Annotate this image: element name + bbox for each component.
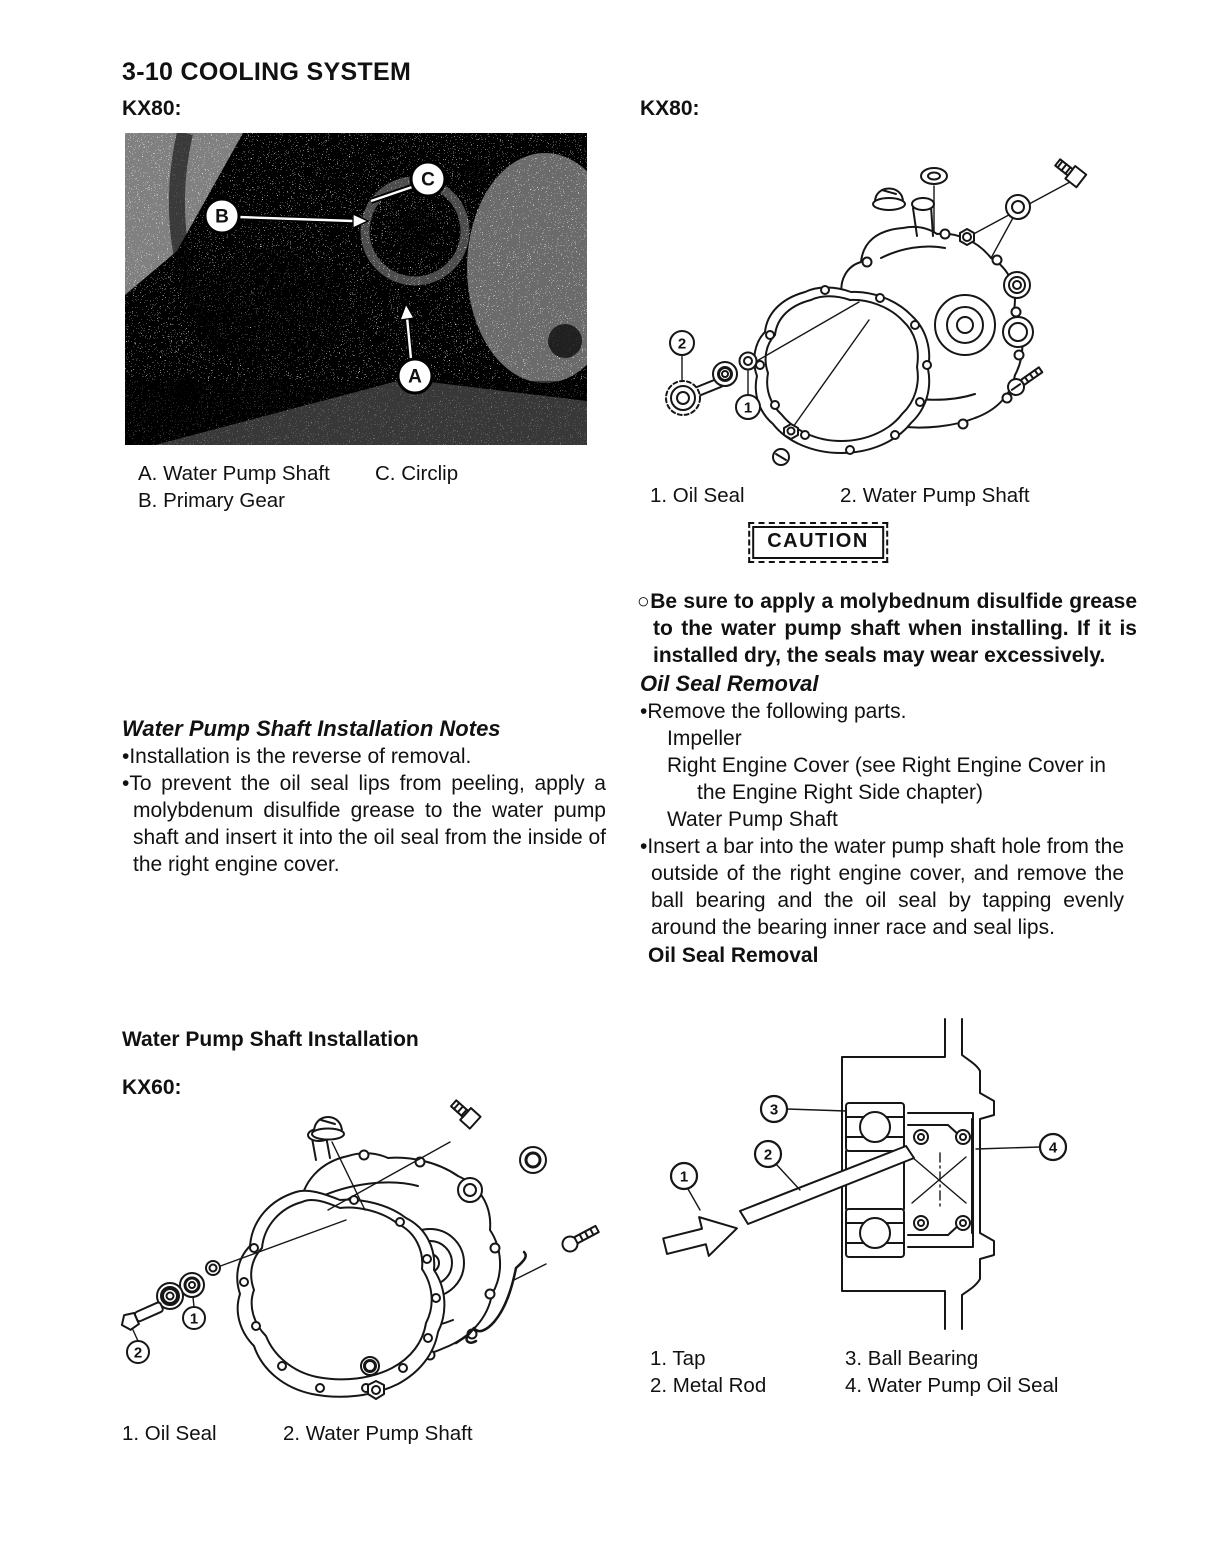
photo-callouts: B C A bbox=[203, 160, 447, 395]
callout-b-label: B bbox=[215, 207, 229, 228]
diagram-callout-4-circle bbox=[1038, 1132, 1068, 1162]
page-title: 3-10 COOLING SYSTEM bbox=[122, 58, 412, 86]
notes-list: •Installation is the reverse of removal.… bbox=[122, 743, 606, 878]
removal-sub-right-engine-cover: Right Engine Cover (see Right Engine Cov… bbox=[667, 754, 1106, 804]
kx80-caption: 1. Oil Seal 2. Water Pump Shaft bbox=[650, 482, 1030, 509]
kx60-callout-2-circle bbox=[126, 1340, 150, 1364]
removal-list: •Remove the following parts. Impeller Ri… bbox=[640, 698, 1124, 941]
model-label-kx80-right: KX80: bbox=[640, 97, 700, 120]
removal-bullet-1: •Remove the following parts. bbox=[640, 700, 907, 723]
caution-stamp: CAUTION bbox=[748, 522, 888, 563]
diagram-callout-1-circle bbox=[669, 1161, 699, 1191]
caution-text: ○Be sure to apply a molybednum disulfide… bbox=[637, 590, 1137, 667]
removal-sub-impeller: Impeller bbox=[667, 727, 742, 750]
removal-bullet-2: •Insert a bar into the water pump shaft … bbox=[640, 835, 1124, 939]
callout-a-circle bbox=[396, 357, 434, 395]
photo-caption-b: B. Primary Gear bbox=[138, 489, 285, 512]
notes-heading: Water Pump Shaft Installation Notes bbox=[122, 716, 501, 741]
diagram-caption-4: 4. Water Pump Oil Seal bbox=[845, 1374, 1059, 1397]
model-label-kx60: KX60: bbox=[122, 1076, 182, 1099]
model-label-kx80-left: KX80: bbox=[122, 97, 182, 120]
callout-b-circle bbox=[203, 197, 241, 235]
kx80-engine-photo: B C A bbox=[125, 133, 587, 445]
kx60-caption-1: 1. Oil Seal bbox=[122, 1422, 217, 1445]
photo-caption-a: A. Water Pump Shaft bbox=[138, 462, 330, 485]
kx60-exploded-drawing: 1 2 bbox=[120, 1099, 600, 1400]
kx80-caption-2: 2. Water Pump Shaft bbox=[840, 484, 1030, 507]
diagram-caption-3: 3. Ball Bearing bbox=[845, 1347, 979, 1370]
photo-caption: A. Water Pump Shaft C. Circlip B. Primary… bbox=[138, 460, 608, 514]
callout-a-label: A bbox=[408, 367, 422, 388]
kx60-callout-2: 2 bbox=[134, 1345, 142, 1362]
kx80-callout-1: 1 bbox=[744, 400, 752, 417]
photo-structure bbox=[125, 133, 587, 445]
callout-c-circle bbox=[409, 160, 447, 198]
kx80-callout-2: 2 bbox=[678, 336, 686, 353]
kx60-caption: 1. Oil Seal 2. Water Pump Shaft bbox=[122, 1420, 473, 1447]
notes-bullet-2: •To prevent the oil seal lips from peeli… bbox=[122, 772, 606, 876]
kx80-callout-2-circle bbox=[669, 330, 695, 356]
photo-caption-c: C. Circlip bbox=[375, 462, 459, 485]
diagram-callout-1: 1 bbox=[680, 1169, 688, 1186]
oil-seal-removal-heading-bold: Oil Seal Removal bbox=[648, 944, 819, 967]
diagram-callout-3-circle bbox=[759, 1094, 789, 1124]
kx60-callout-1-circle bbox=[182, 1306, 206, 1330]
diagram-callout-3: 3 bbox=[770, 1102, 778, 1119]
kx60-caption-2: 2. Water Pump Shaft bbox=[283, 1422, 473, 1445]
kx60-callout-1: 1 bbox=[190, 1311, 198, 1328]
kx80-callout-1-circle bbox=[735, 394, 761, 420]
diagram-callout-2-circle bbox=[753, 1139, 783, 1169]
kx80-gasket-holes bbox=[755, 285, 932, 455]
callout-c-label: C bbox=[421, 170, 435, 191]
diagram-callout-2: 2 bbox=[764, 1147, 772, 1164]
diagram-caption: 1. Tap 3. Ball Bearing 2. Metal Rod 4. W… bbox=[650, 1345, 1058, 1399]
diagram-caption-2: 2. Metal Rod bbox=[650, 1374, 767, 1397]
notes-bullet-1: •Installation is the reverse of removal. bbox=[122, 745, 472, 768]
oil-seal-removal-diagram: 3 2 1 4 bbox=[662, 1018, 1068, 1330]
kx80-caption-1: 1. Oil Seal bbox=[650, 484, 745, 507]
diagram-callout-4: 4 bbox=[1049, 1140, 1058, 1157]
installation-heading: Water Pump Shaft Installation bbox=[122, 1028, 419, 1051]
removal-sub-water-pump-shaft: Water Pump Shaft bbox=[667, 808, 838, 831]
oil-seal-removal-heading-italic: Oil Seal Removal bbox=[640, 671, 819, 696]
kx80-exploded-drawing: 2 1 bbox=[665, 158, 1088, 466]
diagram-caption-1: 1. Tap bbox=[650, 1347, 706, 1370]
